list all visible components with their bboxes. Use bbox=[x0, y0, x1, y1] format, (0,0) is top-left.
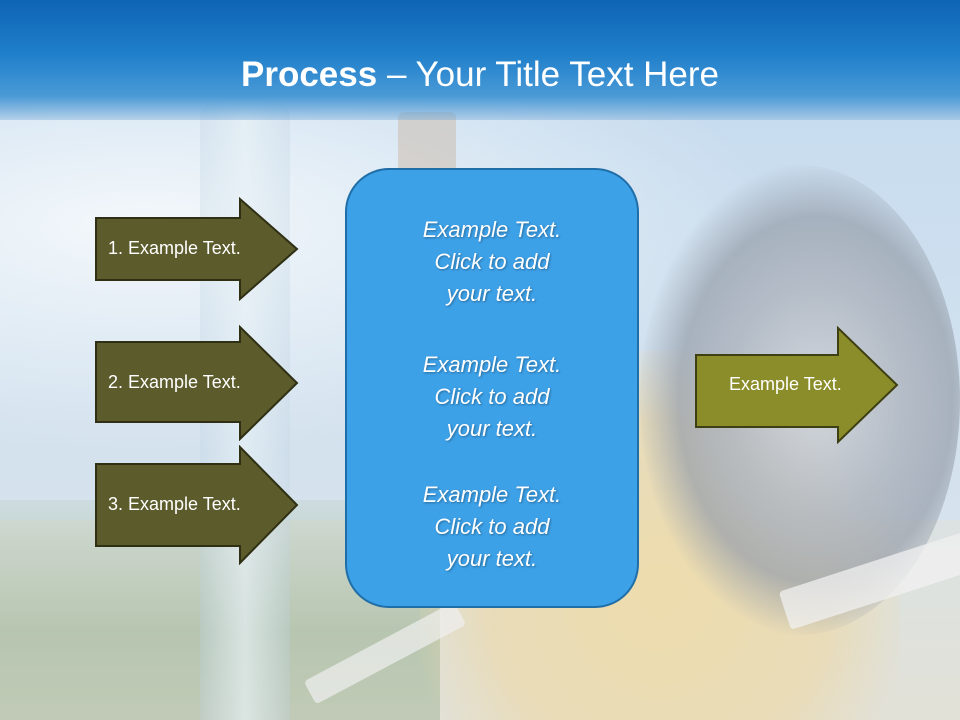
center-text-block-1[interactable]: Example Text. Click to add your text. bbox=[345, 214, 639, 310]
center-text-2-line2: Click to add bbox=[434, 384, 550, 409]
center-text-3-line1: Example Text. bbox=[422, 482, 562, 507]
center-text-2-line3: your text. bbox=[446, 416, 538, 441]
right-arrow-label: Example Text. bbox=[729, 374, 842, 394]
slide-title[interactable]: Process – Your Title Text Here bbox=[0, 52, 960, 98]
center-text-1-line1: Example Text. bbox=[422, 217, 562, 242]
left-arrow-2[interactable]: 2. Example Text. bbox=[95, 325, 300, 441]
left-arrow-1-label: 1. Example Text. bbox=[108, 238, 241, 258]
left-arrow-2-label: 2. Example Text. bbox=[108, 372, 241, 392]
right-arrow[interactable]: Example Text. bbox=[695, 326, 900, 444]
center-text-1-line3: your text. bbox=[446, 281, 538, 306]
background-bottle-cap bbox=[398, 112, 456, 172]
title-rest: – Your Title Text Here bbox=[377, 55, 719, 94]
center-text-block-3[interactable]: Example Text. Click to add your text. bbox=[345, 479, 639, 575]
center-text-box[interactable]: Example Text. Click to add your text. Ex… bbox=[345, 168, 639, 608]
center-text-3-line2: Click to add bbox=[434, 514, 550, 539]
center-text-1-line2: Click to add bbox=[434, 249, 550, 274]
center-text-3-line3: your text. bbox=[446, 546, 538, 571]
left-arrow-3[interactable]: 3. Example Text. bbox=[95, 445, 300, 565]
left-arrow-1[interactable]: 1. Example Text. bbox=[95, 197, 300, 301]
left-arrow-3-label: 3. Example Text. bbox=[108, 494, 241, 514]
header-bar bbox=[0, 0, 960, 120]
title-bold-word: Process bbox=[241, 55, 378, 94]
center-text-block-2[interactable]: Example Text. Click to add your text. bbox=[345, 349, 639, 445]
center-text-2-line1: Example Text. bbox=[422, 352, 562, 377]
